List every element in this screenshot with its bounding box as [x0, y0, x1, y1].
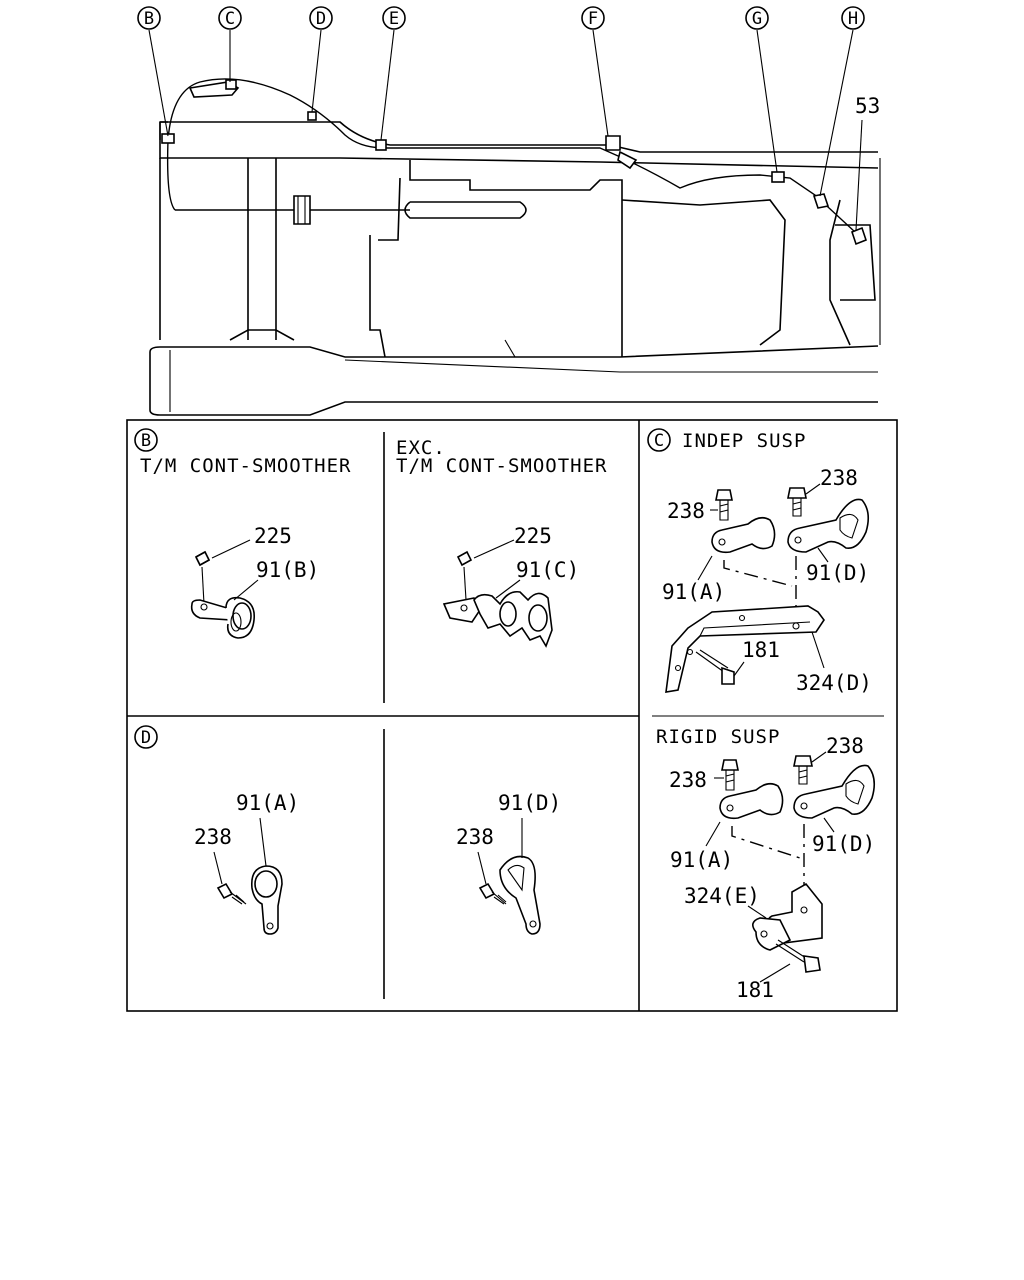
view-marker-b: B [137, 6, 161, 30]
indep-clip-91a-label: 91(A) [662, 580, 725, 604]
clip-91a-label-d: 91(A) [236, 791, 299, 815]
detail-panels-frame [126, 419, 898, 1012]
rigid-susp-drawing [705, 751, 876, 983]
panel-d: D 91(A) 238 91(D) 238 [134, 725, 561, 935]
indep-susp-title: INDEP SUSP [682, 430, 806, 452]
view-letter-markers: B C D E F G H 53 [137, 6, 880, 118]
panel-b-right-title-1: EXC. [396, 437, 446, 459]
indep-bracket-324d-label: 324(D) [796, 671, 872, 695]
svg-text:G: G [752, 9, 762, 29]
nut-225-label-right: 225 [514, 524, 552, 548]
view-marker-e: E [382, 6, 406, 30]
indep-bolt-238-right-label: 238 [820, 466, 858, 490]
panel-b-right-title-2: T/M CONT-SMOOTHER [396, 455, 607, 477]
svg-text:H: H [848, 9, 858, 29]
rigid-susp-title: RIGID SUSP [656, 726, 780, 748]
svg-text:F: F [588, 9, 598, 29]
rigid-clip-91a-label: 91(A) [670, 848, 733, 872]
rigid-bolt-238-right-label: 238 [826, 734, 864, 758]
svg-text:B: B [144, 9, 154, 29]
clip-91d-label-d: 91(D) [498, 791, 561, 815]
bolt-238-label-d-left: 238 [194, 825, 232, 849]
indep-susp-drawing [665, 483, 870, 693]
panel-d-letter: D [141, 728, 151, 748]
chassis-overview [148, 29, 881, 416]
indep-bolt-181-label: 181 [742, 638, 780, 662]
panel-b-letter: B [141, 431, 151, 451]
rigid-bolt-181-label: 181 [736, 978, 774, 1002]
clip-91b-drawing [190, 539, 259, 639]
clip-91c-drawing [442, 539, 553, 648]
nut-225-label-left: 225 [254, 524, 292, 548]
indep-clip-91d-label: 91(D) [806, 561, 869, 585]
rigid-bracket-324e-label: 324(E) [684, 884, 760, 908]
clip-91d-drawing-d [477, 818, 541, 935]
panel-c: C INDEP SUSP 238 238 91(A) 91(D) 181 324… [647, 428, 876, 1002]
indep-bolt-238-left-label: 238 [667, 499, 705, 523]
part-label-53: 53 [855, 94, 880, 118]
panel-c-letter: C [654, 431, 664, 451]
view-marker-f: F [581, 6, 605, 30]
svg-text:D: D [316, 9, 326, 29]
svg-text:E: E [389, 9, 399, 29]
clip-91b-label: 91(B) [256, 558, 319, 582]
panel-b: B T/M CONT-SMOOTHER 225 91(B) EXC. T/M C… [134, 428, 607, 648]
rigid-bolt-238-left-label: 238 [669, 768, 707, 792]
panel-b-left-title: T/M CONT-SMOOTHER [140, 455, 351, 477]
clip-91a-drawing-d [213, 817, 283, 935]
view-marker-g: G [745, 6, 769, 30]
view-marker-d: D [309, 6, 333, 30]
view-marker-c: C [218, 6, 242, 30]
clip-91c-label: 91(C) [516, 558, 579, 582]
svg-text:C: C [225, 9, 235, 29]
bolt-238-label-d-right: 238 [456, 825, 494, 849]
rigid-clip-91d-label: 91(D) [812, 832, 875, 856]
view-marker-h: H [841, 6, 865, 30]
